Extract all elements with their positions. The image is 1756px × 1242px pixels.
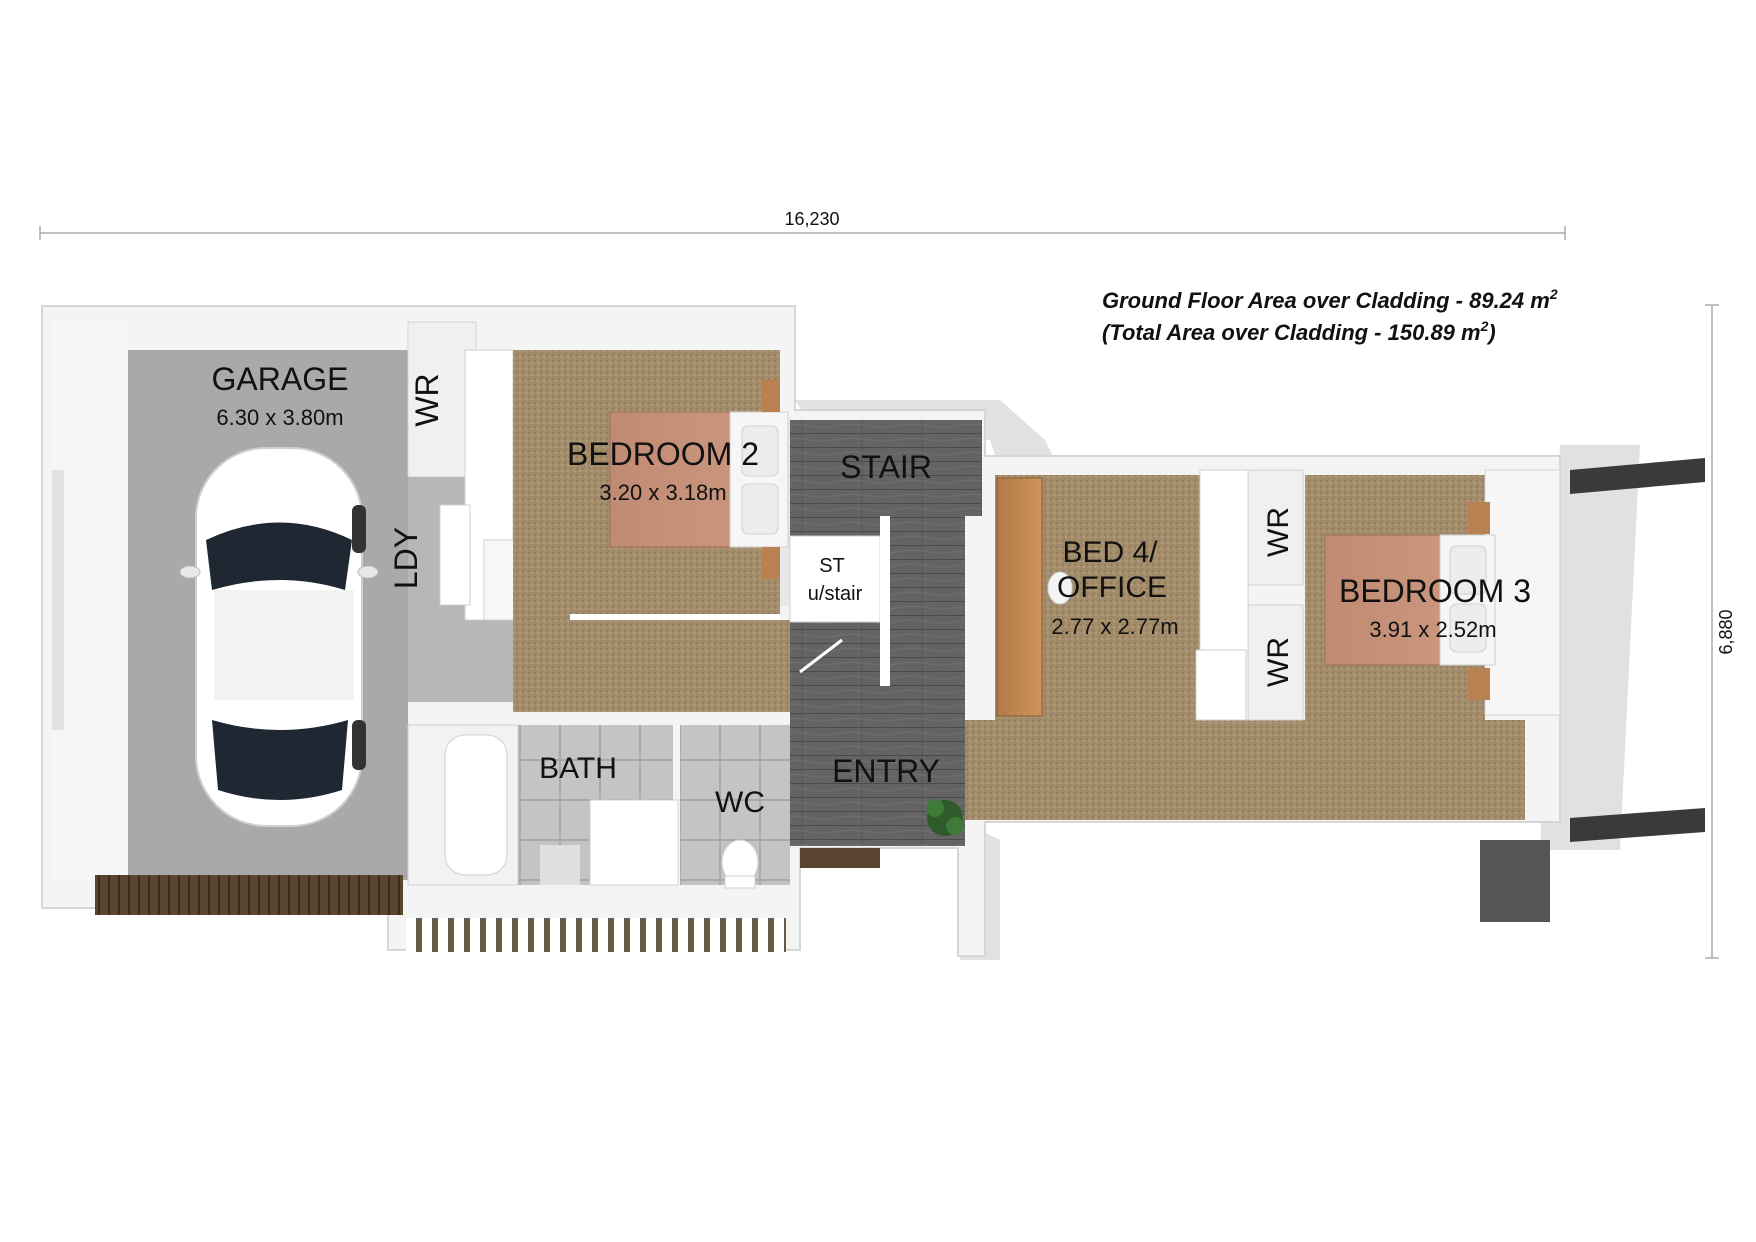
width-dimension-label: 16,230 bbox=[784, 209, 839, 229]
depth-dimension-label: 6,880 bbox=[1716, 609, 1736, 654]
car-icon bbox=[179, 447, 379, 827]
bedroom-3-label: BEDROOM 3 bbox=[1339, 573, 1531, 609]
stair-room bbox=[789, 420, 982, 846]
width-dimension bbox=[39, 226, 1566, 240]
wardrobe-garage-label: WR bbox=[409, 373, 445, 426]
garage-size: 6.30 x 3.80m bbox=[216, 405, 343, 430]
bedroom-3-room bbox=[1305, 469, 1561, 820]
total-area: (Total Area over Cladding - 150.89 m2) bbox=[1102, 318, 1496, 345]
bed-4-label-1: BED 4/ bbox=[1062, 536, 1158, 569]
laundry-area bbox=[407, 321, 515, 702]
entry-label: ENTRY bbox=[832, 753, 940, 789]
ground-floor-area: Ground Floor Area over Cladding - 89.24 … bbox=[1102, 286, 1558, 313]
plant-icon bbox=[926, 799, 964, 836]
stair-label: STAIR bbox=[840, 449, 932, 485]
under-stair-label-1: ST bbox=[819, 555, 845, 577]
wc-room bbox=[680, 725, 790, 889]
bed-4-office-room bbox=[995, 475, 1200, 720]
under-stair-label-2: u/stair bbox=[808, 583, 863, 605]
bath-room bbox=[407, 724, 679, 886]
hallway-carpet bbox=[513, 620, 795, 712]
pergola-beams bbox=[1480, 458, 1705, 922]
bedroom-2-label: BEDROOM 2 bbox=[567, 436, 759, 472]
bedroom-2-size: 3.20 x 3.18m bbox=[599, 480, 726, 505]
laundry-label: LDY bbox=[388, 527, 424, 589]
wc-label: WC bbox=[715, 786, 765, 819]
depth-dimension bbox=[1705, 304, 1719, 959]
bed-4-label-2: OFFICE bbox=[1057, 571, 1167, 604]
garage-label: GARAGE bbox=[212, 361, 349, 397]
louvre-slats bbox=[406, 918, 786, 952]
wardrobe-upper-label: WR bbox=[1262, 507, 1295, 557]
wardrobe-lower-label: WR bbox=[1262, 637, 1295, 687]
entry-mat bbox=[800, 848, 880, 868]
bath-label: BATH bbox=[539, 752, 617, 785]
bedroom-3-size: 3.91 x 2.52m bbox=[1369, 617, 1496, 642]
bed-4-size: 2.77 x 2.77m bbox=[1051, 614, 1178, 639]
wardrobes-right bbox=[1195, 469, 1304, 721]
